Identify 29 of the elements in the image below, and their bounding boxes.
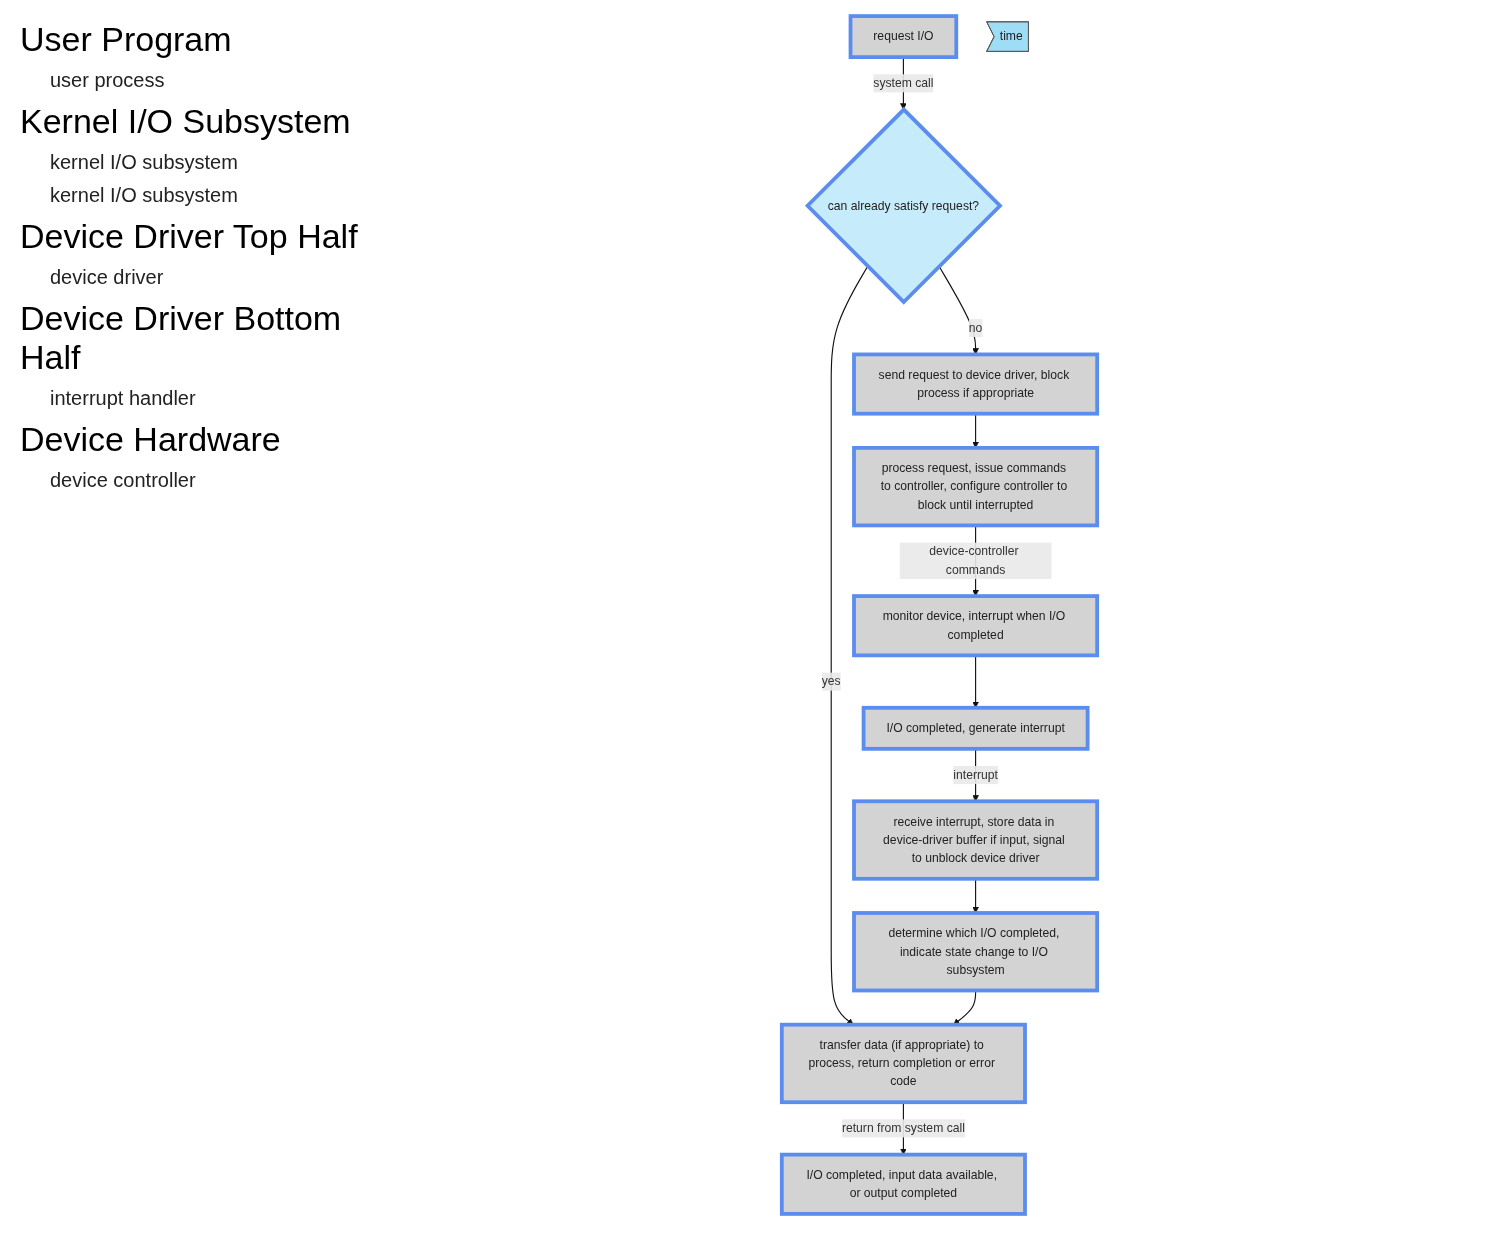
node-box: I/O completed, generate interrupt	[861, 705, 1090, 751]
edge-label: interrupt	[953, 768, 998, 782]
layer-note: user process	[50, 69, 166, 92]
edge-label: no	[968, 321, 983, 335]
node-box: receive interrupt, store data in device-driver buffer if input, signal to unblock device driver	[852, 799, 1100, 881]
layer-label: Device Hardware	[20, 420, 282, 459]
node-box: transfer data (if appropriate) to process, return completion or error code	[779, 1022, 1027, 1105]
layer-label: Kernel I/O Subsystem	[20, 102, 352, 141]
layer-label: Device Driver Bottom Half	[20, 299, 343, 377]
edge-label: yes	[821, 674, 841, 688]
layer-note: interrupt handler	[50, 387, 197, 410]
layer-note: kernel I/O subsystem	[50, 184, 239, 207]
layer-note: device controller	[50, 469, 197, 492]
arrow	[938, 265, 979, 355]
edge-label: system call	[873, 76, 934, 90]
layer-note: device driver	[50, 266, 165, 289]
arrow	[830, 265, 869, 1025]
layer-note: kernel I/O subsystem	[50, 151, 239, 174]
node-box: process request, issue commands to controller, configure controller to block until interrupted	[852, 446, 1100, 528]
node-box: send request to device driver, block process if appropriate	[852, 352, 1100, 416]
edge-label: return from system call	[841, 1121, 965, 1135]
layer-label: User Program	[20, 20, 233, 59]
edge-label: device-controller commands	[929, 544, 1019, 576]
node-box: determine which I/O completed, indicate state change to I/O subsystem	[852, 911, 1100, 993]
layer-label: Device Driver Top Half	[20, 217, 359, 256]
node-diamond: can already satisfy request?	[804, 106, 1003, 305]
node-box: monitor device, interrupt when I/O completed	[852, 594, 1100, 658]
node-box: I/O completed, input data available, or output completed	[779, 1152, 1027, 1216]
node-box: request I/O	[848, 14, 959, 59]
